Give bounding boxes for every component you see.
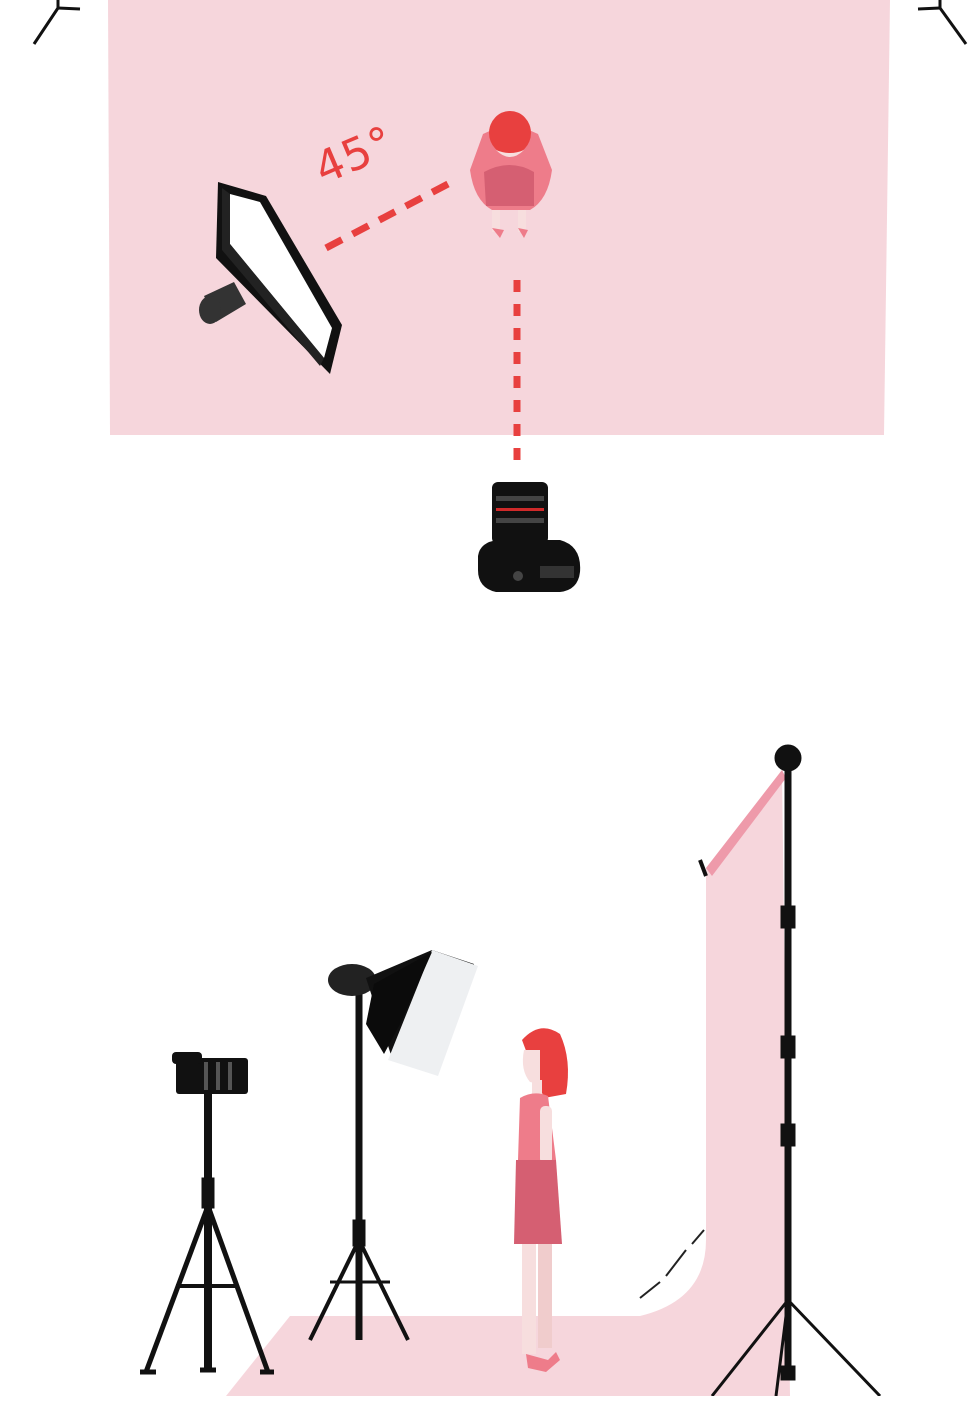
camera-icon <box>172 1052 248 1094</box>
backdrop-paper-side <box>226 770 790 1396</box>
tripod-icon <box>140 1094 274 1375</box>
softbox-icon <box>199 182 342 374</box>
angle-guide-line <box>324 180 450 252</box>
camera-icon <box>478 482 581 592</box>
softbox-icon <box>328 950 478 1076</box>
side-view <box>140 744 882 1398</box>
top-view <box>32 0 968 592</box>
model-icon <box>514 1028 568 1372</box>
light-stand-icon <box>308 992 410 1341</box>
backdrop-stand-icon <box>698 744 882 1398</box>
light-stand-icon <box>917 0 968 45</box>
light-stand-icon <box>32 0 81 45</box>
model-icon <box>470 111 552 238</box>
